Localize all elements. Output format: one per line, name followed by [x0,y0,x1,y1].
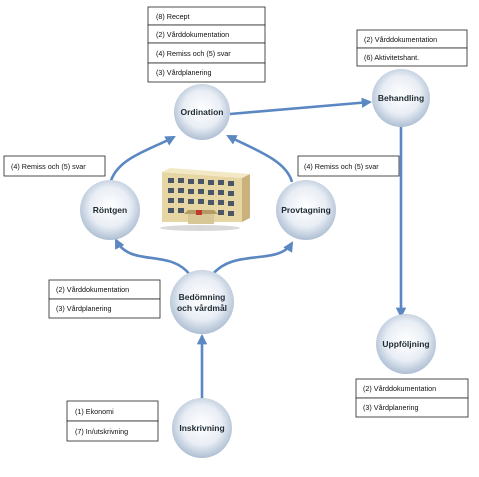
box-bedomning-item: (3) Vårdplanering [56,304,112,313]
arrow-ordination-to-behandling [229,97,373,116]
box-uppfoljning-item: (2) Vårddokumentation [363,384,436,393]
box-rontgen: (4) Remiss och (5) svar [3,155,106,177]
box-rontgen-item: (4) Remiss och (5) svar [11,162,86,171]
node-provtagning-label: Provtagning [281,205,331,215]
box-ordination-item: (3) Vårdplanering [156,68,212,77]
node-ordination-label: Ordination [181,107,224,117]
box-inskrivning-item: (7) In/utskrivning [75,427,128,436]
box-inskrivning: (1) Ekonomi (7) In/utskrivning [66,400,159,442]
box-provtagning: (4) Remiss och (5) svar [297,155,400,177]
node-bedomning-label-line1: Bedömning [179,292,226,302]
node-uppfoljning-label: Uppföljning [382,339,429,349]
node-uppfoljning[interactable]: Uppföljning [376,314,436,374]
box-inskrivning-item: (1) Ekonomi [75,407,114,416]
node-inskrivning[interactable]: Inskrivning [172,398,232,458]
node-behandling[interactable]: Behandling [372,69,430,127]
node-inskrivning-label: Inskrivning [179,423,224,433]
node-behandling-label: Behandling [378,93,424,103]
box-ordination-item: (4) Remiss och (5) svar [156,49,231,58]
arrow-bedomning-to-provtagning [212,241,294,275]
node-provtagning[interactable]: Provtagning [276,180,336,240]
arrow-rontgen-to-ordination [108,135,176,185]
box-ordination-item: (2) Vårddokumentation [156,30,229,39]
box-uppfoljning: (2) Vårddokumentation (3) Vårdplanering [355,378,469,418]
node-bedomning[interactable]: Bedömning och vårdmål [170,270,234,334]
box-uppfoljning-item: (3) Vårdplanering [363,403,419,412]
box-ordination-item: (8) Recept [156,12,190,21]
arrows [108,97,407,400]
box-provtagning-item: (4) Remiss och (5) svar [304,162,379,171]
box-behandling-item: (2) Vårddokumentation [364,35,437,44]
node-bedomning-label-line2: och vårdmål [177,303,227,313]
arrow-provtagning-to-ordination [226,134,294,183]
box-behandling-item: (6) Aktivitetshant. [364,53,419,62]
arrow-bedomning-to-rontgen [114,238,192,276]
hospital-building-icon [160,168,250,231]
node-ordination[interactable]: Ordination [174,84,230,140]
box-bedomning-item: (2) Vårddokumentation [56,285,129,294]
node-rontgen[interactable]: Röntgen [80,180,140,240]
box-behandling: (2) Vårddokumentation (6) Aktivitetshant… [356,29,468,67]
node-rontgen-label: Röntgen [93,205,127,215]
box-bedomning: (2) Vårddokumentation (3) Vårdplanering [48,279,161,319]
box-ordination: (8) Recept (2) Vårddokumentation (4) Rem… [147,6,266,83]
